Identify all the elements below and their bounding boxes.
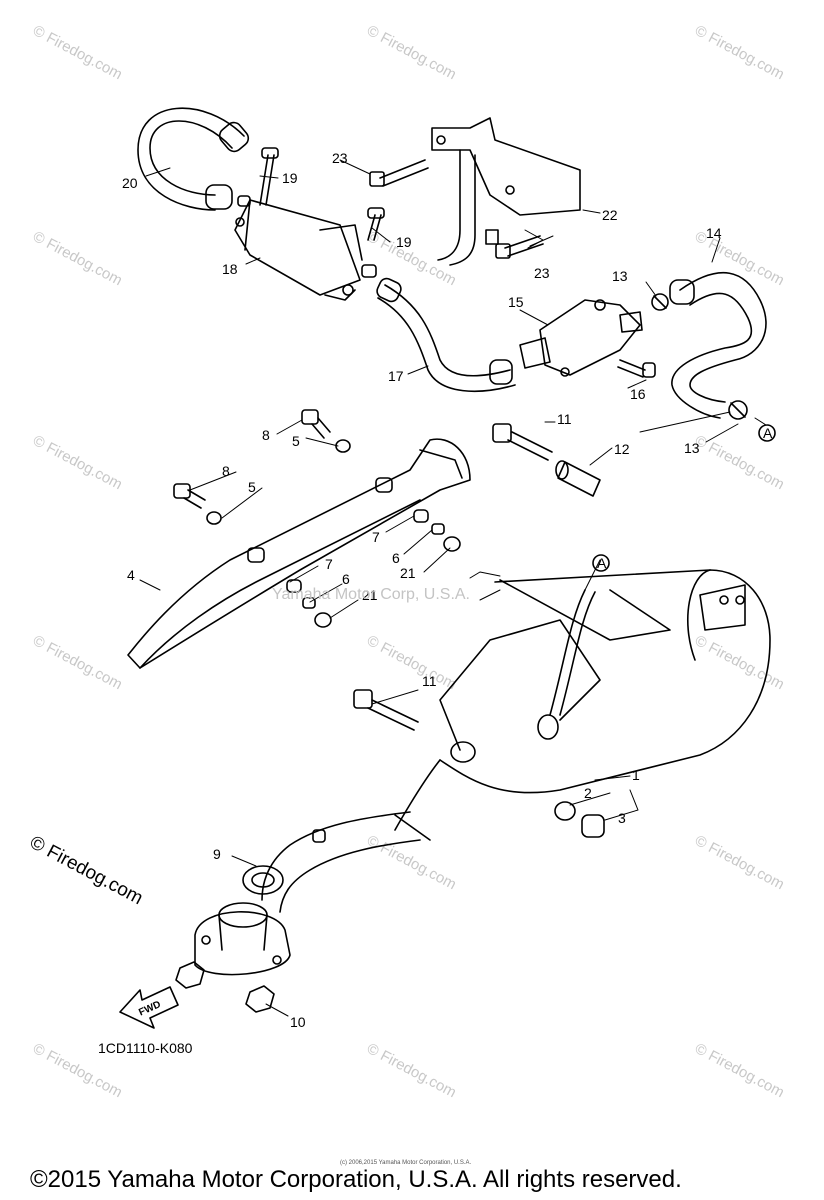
callout-12: 12	[614, 441, 630, 457]
nut-10a	[175, 961, 205, 989]
screw-19a	[259, 147, 279, 206]
callout-3: 3	[618, 810, 626, 826]
collar-12	[555, 460, 601, 497]
gasket-9	[242, 865, 284, 895]
callout-19b: 19	[396, 234, 412, 250]
bolt-23a	[369, 159, 429, 187]
exhaust-pipe	[261, 811, 431, 913]
callout-8b: 8	[222, 463, 230, 479]
callout-11b: 11	[422, 673, 437, 689]
hose-14-part	[669, 272, 767, 419]
callout-8a: 8	[262, 427, 270, 443]
callout-13b: 13	[684, 440, 700, 456]
ref-marker-a1-label: A	[763, 425, 773, 441]
clip-13b	[728, 400, 748, 420]
center-watermark: Yamaha Motor Corp, U.S.A.	[272, 586, 470, 603]
callout-17: 17	[388, 368, 404, 384]
bolt-8b	[173, 483, 206, 509]
callout-13a: 13	[612, 268, 628, 284]
collar-3	[581, 814, 605, 838]
ref-marker-a2	[592, 554, 610, 572]
grommet-7a	[413, 509, 429, 523]
grommet-21a	[443, 536, 461, 552]
callout-6b: 6	[342, 571, 350, 587]
ref-marker-a1	[758, 424, 776, 442]
grommet-21b	[314, 612, 332, 628]
callout-20: 20	[122, 175, 138, 191]
heat-shield-4	[127, 438, 471, 669]
grommet-6b	[302, 597, 316, 609]
callout-2: 2	[584, 785, 592, 801]
callout-7a: 7	[372, 529, 380, 545]
callout-21a: 21	[400, 565, 416, 581]
nut-2	[554, 801, 576, 821]
callout-21b: 21	[362, 587, 378, 603]
callout-10: 10	[290, 1014, 306, 1030]
callout-5a: 5	[292, 433, 300, 449]
callout-1: 1	[632, 767, 640, 783]
diagram-part-code: 1CD1110-K080	[98, 1040, 193, 1056]
ref-marker-a2-label: A	[597, 555, 607, 571]
bracket-22-part	[431, 117, 581, 266]
callout-6a: 6	[392, 550, 400, 566]
callout-7b: 7	[325, 556, 333, 572]
callout-23a: 23	[332, 150, 348, 166]
washer-5b	[206, 511, 222, 525]
bolt-8a	[301, 409, 331, 439]
callout-23b: 23	[534, 265, 550, 281]
copyright-footer: ©2015 Yamaha Motor Corporation, U.S.A. A…	[30, 1166, 682, 1193]
callout-18: 18	[222, 261, 238, 277]
callout-15: 15	[508, 294, 524, 310]
screw-16-part	[617, 359, 656, 378]
leader-lines	[139, 159, 767, 1017]
nut-10b	[245, 985, 275, 1013]
muffler-1	[394, 569, 771, 831]
small-copyright-notice: (c) 2006,2015 Yamaha Motor Corporation, …	[340, 1160, 472, 1166]
callout-16: 16	[630, 386, 646, 402]
exhaust-flange	[194, 902, 291, 976]
callout-4: 4	[127, 567, 135, 583]
screw-19b	[367, 207, 385, 241]
callout-9: 9	[213, 846, 221, 862]
bolt-23b	[495, 235, 544, 259]
callout-14: 14	[706, 225, 722, 241]
u-hose-part	[137, 107, 250, 211]
grommet-6a	[431, 523, 445, 535]
bolt-11b	[353, 689, 419, 731]
valve-15-part	[519, 299, 643, 377]
callout-5b: 5	[248, 479, 256, 495]
callout-22: 22	[602, 207, 618, 223]
forward-arrow-icon	[119, 986, 179, 1029]
callout-11a: 11	[557, 411, 572, 427]
canister-part	[234, 195, 377, 301]
bolt-11a	[492, 423, 553, 461]
callout-19a: 19	[282, 170, 298, 186]
clip-13a	[651, 293, 669, 311]
hose-17-part	[376, 277, 516, 393]
